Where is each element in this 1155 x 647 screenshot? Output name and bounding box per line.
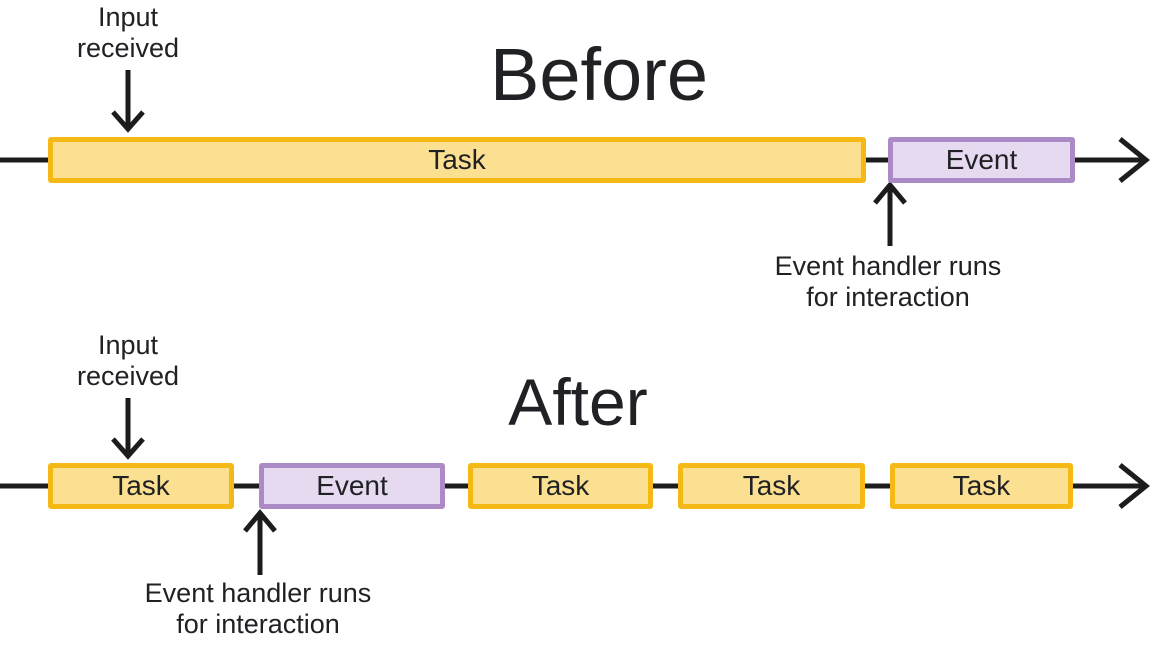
task-box-after-2: Task — [468, 463, 653, 509]
handler-arrowhead-after — [243, 509, 277, 533]
event-handler-label-before: Event handler runs for interaction — [774, 251, 1002, 312]
event-box-after: Event — [259, 463, 445, 509]
input-arrowhead-before — [111, 110, 145, 133]
input-arrowhead-after — [111, 437, 145, 460]
before-title: Before — [489, 33, 709, 116]
task-box-after-3: Task — [678, 463, 865, 509]
task-box-before: Task — [48, 137, 866, 183]
input-received-label-after: Input received — [76, 330, 180, 391]
timeline-arrowhead-after — [1118, 463, 1150, 509]
task-box-after-4: Task — [890, 463, 1073, 509]
input-received-label-before: Input received — [76, 2, 180, 63]
timeline-arrowhead-before — [1118, 137, 1150, 183]
event-box-before: Event — [888, 137, 1075, 183]
event-handler-label-after: Event handler runs for interaction — [144, 578, 372, 639]
handler-arrowhead-before — [873, 181, 907, 205]
task-box-after-1: Task — [48, 463, 234, 509]
after-title: After — [508, 365, 648, 439]
